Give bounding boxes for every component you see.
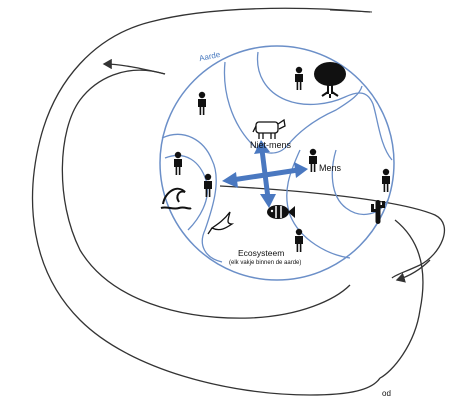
outer-top-line [329,9,373,13]
tree-icon [314,62,346,98]
return-arrow-right [395,259,431,283]
corner-mark: od [382,389,391,398]
person-icon [174,151,182,175]
dove-icon [207,211,235,235]
ecosystem-note: (elk vakje binnen de aarde) [229,260,302,266]
outer-loop-line [31,7,424,396]
cactus-icon [371,200,385,224]
interaction-arrows [222,140,308,208]
ecosystem-boundary-1 [223,61,363,154]
person-icon [204,173,212,197]
ecosystem-boundary-2 [256,51,393,161]
person-icon [295,66,303,90]
earth-circle [159,45,395,281]
person-icon [309,148,317,172]
ecosystem-boundary-3 [161,133,223,263]
cow-icon [252,118,286,139]
wave-icon [160,187,192,210]
ecosystem-boundary-4 [164,154,209,231]
person-icon [198,91,206,115]
person-icon [382,168,390,192]
human-label: Mens [319,163,342,173]
person-icons [174,66,390,252]
fish-icon [267,205,295,219]
ecosystem-label: Ecosysteem [238,248,285,258]
non-human-label: Niet-mens [250,140,292,150]
inner-sweep-line [219,185,446,279]
inner-loop-line [61,69,351,319]
person-icon [295,228,303,252]
return-arrow-top [102,58,166,75]
